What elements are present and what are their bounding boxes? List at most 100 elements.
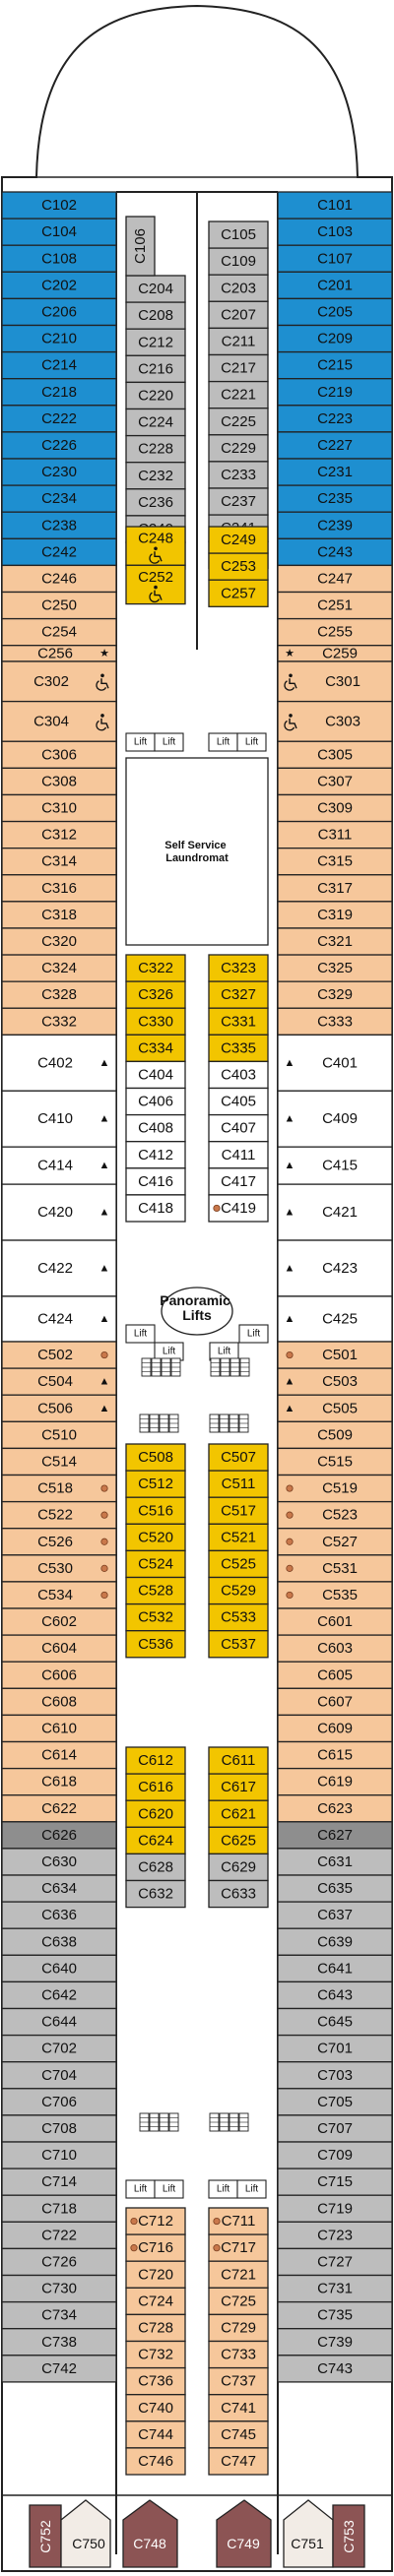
cabin-C318[interactable]: C318 <box>1 901 117 929</box>
cabin-C238[interactable]: C238 <box>1 511 117 539</box>
cabin-C519[interactable]: C519 <box>277 1474 393 1503</box>
cabin-C503[interactable]: C503▲ <box>277 1367 393 1396</box>
cabin-C229[interactable]: C229 <box>208 434 269 463</box>
cabin-C405[interactable]: C405 <box>208 1087 269 1116</box>
cabin-C305[interactable]: C305 <box>277 740 393 770</box>
cabin-C606[interactable]: C606 <box>1 1661 117 1689</box>
cabin-C232[interactable]: C232 <box>125 462 186 490</box>
cabin-C617[interactable]: C617 <box>208 1773 269 1801</box>
cabin-C235[interactable]: C235 <box>277 484 393 513</box>
cabin-C248[interactable]: C248 <box>125 526 186 566</box>
cabin-C611[interactable]: C611 <box>208 1746 269 1775</box>
cabin-C233[interactable]: C233 <box>208 461 269 489</box>
cabin-C603[interactable]: C603 <box>277 1634 393 1663</box>
cabin-C723[interactable]: C723 <box>277 2221 393 2250</box>
cabin-C605[interactable]: C605 <box>277 1661 393 1689</box>
cabin-C745[interactable]: C745 <box>208 2420 269 2449</box>
cabin-C714[interactable]: C714 <box>1 2168 117 2196</box>
cabin-C216[interactable]: C216 <box>125 354 186 384</box>
cabin-C314[interactable]: C314 <box>1 848 117 876</box>
cabin-C207[interactable]: C207 <box>208 300 269 330</box>
cabin-C512[interactable]: C512 <box>125 1470 186 1498</box>
cabin-C501[interactable]: C501 <box>277 1341 393 1369</box>
cabin-C749[interactable]: C749 <box>216 2499 272 2568</box>
cabin-C326[interactable]: C326 <box>125 980 186 1009</box>
cabin-C225[interactable]: C225 <box>208 408 269 436</box>
cabin-C712[interactable]: C712 <box>125 2207 186 2235</box>
cabin-C214[interactable]: C214 <box>1 350 117 380</box>
cabin-C312[interactable]: C312 <box>1 820 117 849</box>
cabin-C746[interactable]: C746 <box>125 2447 186 2476</box>
cabin-C633[interactable]: C633 <box>208 1879 269 1909</box>
cabin-C226[interactable]: C226 <box>1 431 117 460</box>
cabin-C525[interactable]: C525 <box>208 1549 269 1579</box>
cabin-C321[interactable]: C321 <box>277 927 393 956</box>
cabin-C222[interactable]: C222 <box>1 405 117 433</box>
cabin-C221[interactable]: C221 <box>208 380 269 409</box>
cabin-C220[interactable]: C220 <box>125 381 186 410</box>
cabin-C624[interactable]: C624 <box>125 1826 186 1855</box>
cabin-C537[interactable]: C537 <box>208 1630 269 1659</box>
cabin-C219[interactable]: C219 <box>277 378 393 407</box>
cabin-C506[interactable]: C506▲ <box>1 1394 117 1422</box>
cabin-C504[interactable]: C504▲ <box>1 1367 117 1396</box>
cabin-C407[interactable]: C407 <box>208 1113 269 1143</box>
cabin-C752[interactable]: C752 <box>29 2504 62 2568</box>
cabin-C522[interactable]: C522 <box>1 1500 117 1530</box>
cabin-C521[interactable]: C521 <box>208 1523 269 1552</box>
cabin-C705[interactable]: C705 <box>277 2088 393 2116</box>
cabin-C710[interactable]: C710 <box>1 2141 117 2169</box>
cabin-C621[interactable]: C621 <box>208 1799 269 1828</box>
cabin-C106[interactable]: C106 <box>125 216 156 277</box>
cabin-C101[interactable]: C101 <box>277 191 393 220</box>
cabin-C253[interactable]: C253 <box>208 552 269 581</box>
cabin-C744[interactable]: C744 <box>125 2420 186 2449</box>
cabin-C631[interactable]: C631 <box>277 1848 393 1876</box>
cabin-C401[interactable]: C401▲ <box>277 1034 393 1092</box>
cabin-C720[interactable]: C720 <box>125 2260 186 2289</box>
cabin-C411[interactable]: C411 <box>208 1141 269 1169</box>
cabin-C524[interactable]: C524 <box>125 1549 186 1579</box>
cabin-C536[interactable]: C536 <box>125 1630 186 1659</box>
cabin-C632[interactable]: C632 <box>125 1879 186 1909</box>
cabin-C308[interactable]: C308 <box>1 767 117 796</box>
cabin-C421[interactable]: C421▲ <box>277 1183 393 1241</box>
cabin-C618[interactable]: C618 <box>1 1767 117 1796</box>
cabin-C234[interactable]: C234 <box>1 484 117 513</box>
cabin-C716[interactable]: C716 <box>125 2233 186 2262</box>
cabin-C735[interactable]: C735 <box>277 2300 393 2330</box>
cabin-C741[interactable]: C741 <box>208 2394 269 2422</box>
cabin-C322[interactable]: C322 <box>125 954 186 982</box>
cabin-C257[interactable]: C257 <box>208 579 269 607</box>
cabin-C627[interactable]: C627 <box>277 1821 393 1850</box>
cabin-C201[interactable]: C201 <box>277 271 393 300</box>
cabin-C634[interactable]: C634 <box>1 1874 117 1903</box>
cabin-C734[interactable]: C734 <box>1 2300 117 2330</box>
cabin-C211[interactable]: C211 <box>208 327 269 356</box>
cabin-C515[interactable]: C515 <box>277 1447 393 1476</box>
cabin-C415[interactable]: C415▲ <box>277 1146 393 1185</box>
cabin-C329[interactable]: C329 <box>277 980 393 1009</box>
cabin-C623[interactable]: C623 <box>277 1794 393 1823</box>
cabin-C332[interactable]: C332 <box>1 1007 117 1037</box>
cabin-C518[interactable]: C518 <box>1 1474 117 1503</box>
cabin-C732[interactable]: C732 <box>125 2340 186 2369</box>
cabin-C643[interactable]: C643 <box>277 1980 393 2010</box>
cabin-C104[interactable]: C104 <box>1 218 117 246</box>
cabin-C739[interactable]: C739 <box>277 2328 393 2356</box>
cabin-C320[interactable]: C320 <box>1 927 117 956</box>
cabin-C516[interactable]: C516 <box>125 1496 186 1525</box>
cabin-C217[interactable]: C217 <box>208 353 269 383</box>
cabin-C243[interactable]: C243 <box>277 537 393 567</box>
cabin-C316[interactable]: C316 <box>1 874 117 903</box>
cabin-C725[interactable]: C725 <box>208 2287 269 2316</box>
cabin-C419[interactable]: C419 <box>208 1194 269 1223</box>
cabin-C747[interactable]: C747 <box>208 2447 269 2476</box>
cabin-C218[interactable]: C218 <box>1 378 117 407</box>
cabin-C701[interactable]: C701 <box>277 2034 393 2063</box>
cabin-C202[interactable]: C202 <box>1 271 117 300</box>
cabin-C644[interactable]: C644 <box>1 2007 117 2037</box>
cabin-C242[interactable]: C242 <box>1 537 117 567</box>
cabin-C208[interactable]: C208 <box>125 301 186 330</box>
cabin-C708[interactable]: C708 <box>1 2114 117 2143</box>
